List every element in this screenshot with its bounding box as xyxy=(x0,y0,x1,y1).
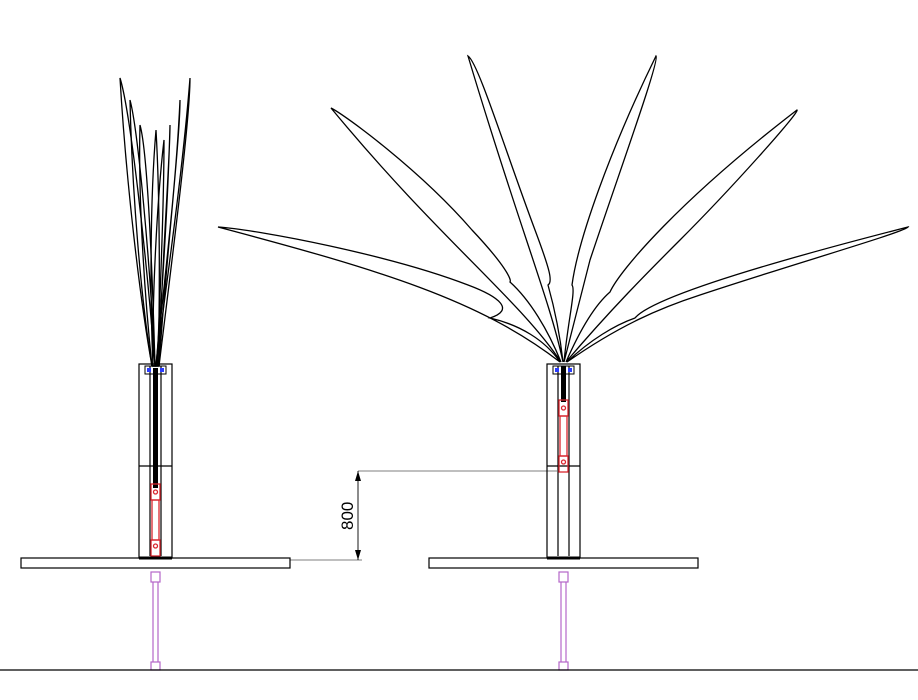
closed-mechanism xyxy=(150,483,161,557)
open-petal-5 xyxy=(565,109,798,363)
open-actuator xyxy=(558,571,569,671)
closed-top-cap xyxy=(144,365,167,375)
dimension-arrow-top xyxy=(355,471,361,481)
open-petal-3 xyxy=(466,54,564,363)
closed-petal-6 xyxy=(155,124,171,367)
closed-petal-2 xyxy=(155,77,191,367)
open-view xyxy=(217,54,910,671)
open-petal-6 xyxy=(566,225,910,363)
closed-petal-8 xyxy=(152,139,165,367)
open-column xyxy=(546,363,581,559)
closed-petal-4 xyxy=(155,99,181,367)
open-central-rod xyxy=(561,366,566,402)
open-mechanism xyxy=(558,399,569,473)
dimension-800: 800 xyxy=(290,470,557,561)
closed-view xyxy=(20,77,291,671)
closed-petal-5 xyxy=(139,124,156,367)
dimension-arrow-bottom xyxy=(355,550,361,560)
open-petal-4 xyxy=(563,54,657,363)
open-petal-2 xyxy=(330,107,562,363)
dimension-label: 800 xyxy=(338,502,357,530)
open-top-cap xyxy=(552,365,575,375)
closed-petals xyxy=(119,77,191,367)
open-petals xyxy=(217,54,910,363)
closed-petal-1 xyxy=(119,77,156,367)
closed-petal-3 xyxy=(129,99,156,367)
closed-actuator xyxy=(150,571,161,671)
closed-central-rod xyxy=(153,368,158,488)
open-petal-1 xyxy=(217,226,561,363)
